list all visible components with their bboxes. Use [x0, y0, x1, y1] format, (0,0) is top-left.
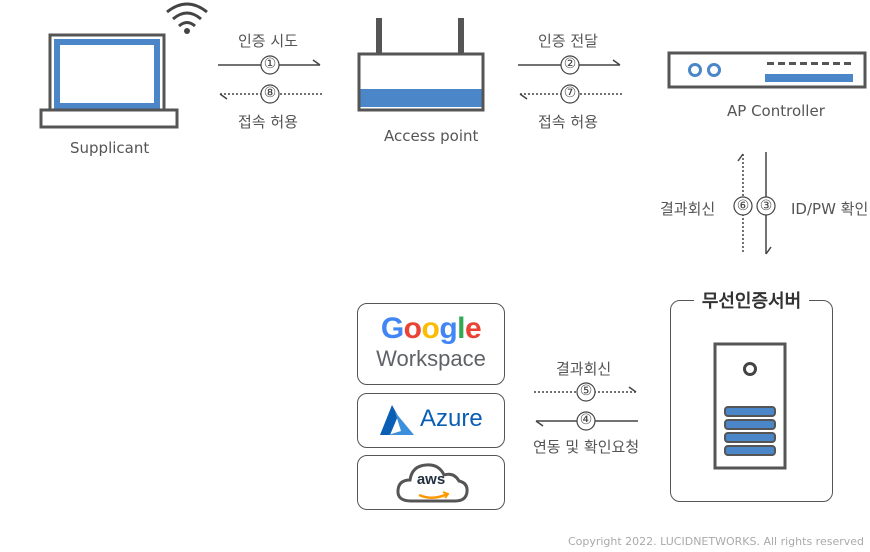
google-logo-text: Google	[380, 312, 482, 345]
supplicant-label: Supplicant	[70, 139, 150, 157]
step4-number: ④	[579, 412, 593, 428]
step2-number: ②	[563, 56, 577, 72]
auth-server-title: 무선인증서버	[671, 287, 832, 313]
aws-box: aws	[357, 455, 505, 510]
arrow-step7	[519, 84, 622, 104]
azure-logo-icon	[380, 405, 414, 435]
server-icon	[713, 342, 787, 470]
aws-text: aws	[416, 471, 446, 488]
auth-server-box: 무선인증서버	[670, 291, 833, 502]
step1-number: ①	[263, 56, 277, 72]
wifi-icon	[166, 2, 208, 34]
workspace-text: Workspace	[376, 346, 486, 371]
ap-controller-label: AP Controller	[727, 102, 825, 120]
step5-number: ⑤	[579, 383, 593, 399]
arrow-step6-step3	[733, 152, 776, 255]
step8-number: ⑧	[263, 85, 277, 101]
arrow-step8	[219, 84, 322, 104]
arrow-step1	[218, 55, 321, 75]
arrow-step4	[535, 411, 638, 431]
step7-label: 접속 허용	[538, 113, 598, 131]
copyright-text: Copyright 2022. LUCIDNETWORKS. All right…	[567, 535, 864, 548]
step7-number: ⑦	[563, 85, 577, 101]
step2-label: 인증 전달	[538, 32, 598, 50]
step8-label: 접속 허용	[238, 113, 298, 131]
azure-text: Azure	[420, 405, 483, 432]
step5-label: 결과회신	[556, 360, 612, 378]
step1-label: 인증 시도	[238, 32, 298, 50]
step3-label: ID/PW 확인	[791, 200, 869, 218]
step3-number: ③	[759, 198, 773, 214]
azure-box: Azure	[357, 393, 505, 448]
arrow-step2	[518, 55, 621, 75]
access-point-label: Access point	[384, 127, 479, 145]
aws-cloud-icon	[396, 463, 469, 503]
controller-icon	[667, 51, 867, 89]
router-icon	[357, 18, 485, 112]
google-logo: Google	[358, 312, 504, 346]
step6-number: ⑥	[736, 198, 750, 214]
laptop-icon	[39, 33, 179, 129]
step6-label: 결과회신	[660, 200, 716, 218]
step4-label: 연동 및 확인요청	[533, 438, 640, 456]
arrow-step5	[534, 382, 637, 402]
google-workspace-box: Google Workspace	[357, 303, 505, 385]
